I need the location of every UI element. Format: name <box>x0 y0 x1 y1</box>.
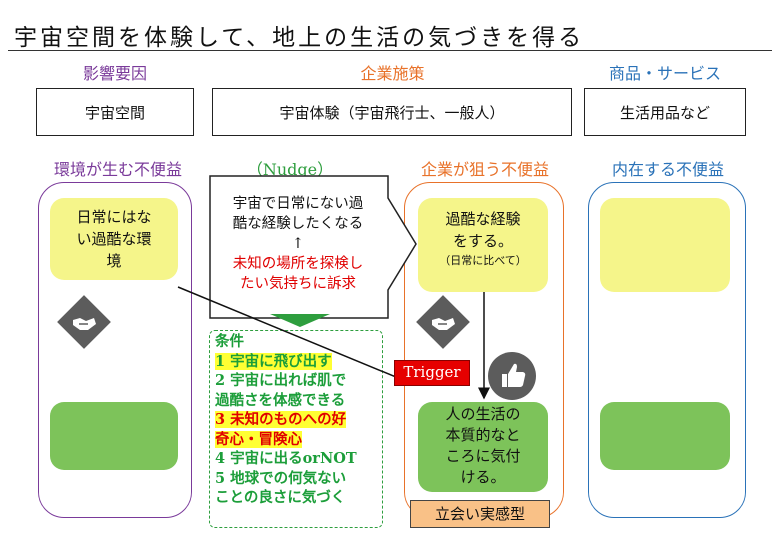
nudge-arrow-box <box>209 175 417 319</box>
nudge-up-arrow: ↑ <box>291 236 305 252</box>
label-corp-inconvenience: 企業が狙う不便益 <box>420 160 549 179</box>
corp-card-note: （日常に比べて） <box>439 254 527 267</box>
page-title: 宇宙空間を体験して、地上の生活の気づきを得る <box>14 25 585 51</box>
header-cause: 影響要因 <box>82 64 147 83</box>
result-green-card: 人の生活の 本質的なと ころに気付 ける。 <box>418 402 548 492</box>
env-card-line: 日常にはな <box>76 208 152 226</box>
condition-item: 4 宇宙に出るorNOT <box>215 450 357 467</box>
condition-item: 過酷さを体感できる <box>215 391 346 409</box>
handshake-glyph <box>432 318 455 330</box>
thumbs-up-glyph <box>502 363 526 387</box>
nudge-line: 酷な経験したくなる <box>232 216 364 232</box>
handshake-glyph <box>73 318 96 330</box>
env-column <box>38 182 192 518</box>
env-yellow-card: 日常にはな い過酷な環 境 <box>50 198 178 280</box>
measure-box-label: 宇宙体験（宇宙飛行士、一般人） <box>279 103 505 122</box>
condition-item: 3 未知のものへの好 <box>215 411 347 428</box>
corp-card-line: 過酷な経験 <box>445 210 521 228</box>
label-env-inconvenience: 環境が生む不便益 <box>53 160 182 179</box>
condition-item: 2 宇宙に出れば肌で <box>215 372 347 389</box>
inner-green-card <box>600 402 730 470</box>
cause-box: 宇宙空間 <box>36 88 194 136</box>
env-to-trigger-line <box>177 286 410 384</box>
result-line: ころに気付 <box>445 447 521 465</box>
env-green-card <box>50 402 178 470</box>
conditions-heading: 条件 <box>215 333 244 350</box>
label-nudge: （Nudge） <box>246 160 334 179</box>
condition-item: 1 宇宙に飛び出す <box>215 352 332 370</box>
result-line: ける。 <box>460 468 506 486</box>
trigger-badge: Trigger <box>394 360 470 386</box>
result-line: 人の生活の <box>445 405 521 423</box>
nudge-line-appeal: たい気持ちに訴求 <box>240 276 356 292</box>
env-card-line: い過酷な環 <box>76 230 152 248</box>
nudge-line: 宇宙で日常にない過 <box>232 196 364 212</box>
header-measure: 企業施策 <box>360 64 425 83</box>
green-down-arrow <box>270 314 330 327</box>
cause-box-label: 宇宙空間 <box>84 103 145 122</box>
result-line: 本質的なと <box>445 426 521 444</box>
inner-column <box>588 182 746 518</box>
nudge-line-appeal: 未知の場所を探検し <box>232 256 364 272</box>
nudge-text: 宇宙で日常にない過 酷な経験したくなる ↑ 未知の場所を探検し たい気持ちに訴求 <box>212 194 384 294</box>
measure-box: 宇宙体験（宇宙飛行士、一般人） <box>212 88 572 136</box>
conditions-box: 条件 1 宇宙に飛び出す 2 宇宙に出れば肌で 過酷さを体感できる 3 未知のも… <box>209 330 383 528</box>
product-box: 生活用品など <box>584 88 746 136</box>
corp-yellow-card: 過酷な経験 をする。 （日常に比べて） <box>418 198 548 292</box>
condition-item: 奇心・冒険心 <box>215 430 302 448</box>
env-card-line: 境 <box>106 252 122 270</box>
condition-item: ことの良さに気づく <box>215 489 346 506</box>
header-product: 商品・サービス <box>608 64 721 83</box>
corp-card-line: をする。 <box>452 232 513 250</box>
title-underline <box>8 50 772 51</box>
label-inner-inconvenience: 内在する不便益 <box>611 160 724 179</box>
product-box-label: 生活用品など <box>619 103 710 122</box>
inner-yellow-card <box>600 198 730 292</box>
result-type-label: 立会い実感型 <box>410 500 550 528</box>
condition-item: 5 地球での何気ない <box>215 469 347 487</box>
